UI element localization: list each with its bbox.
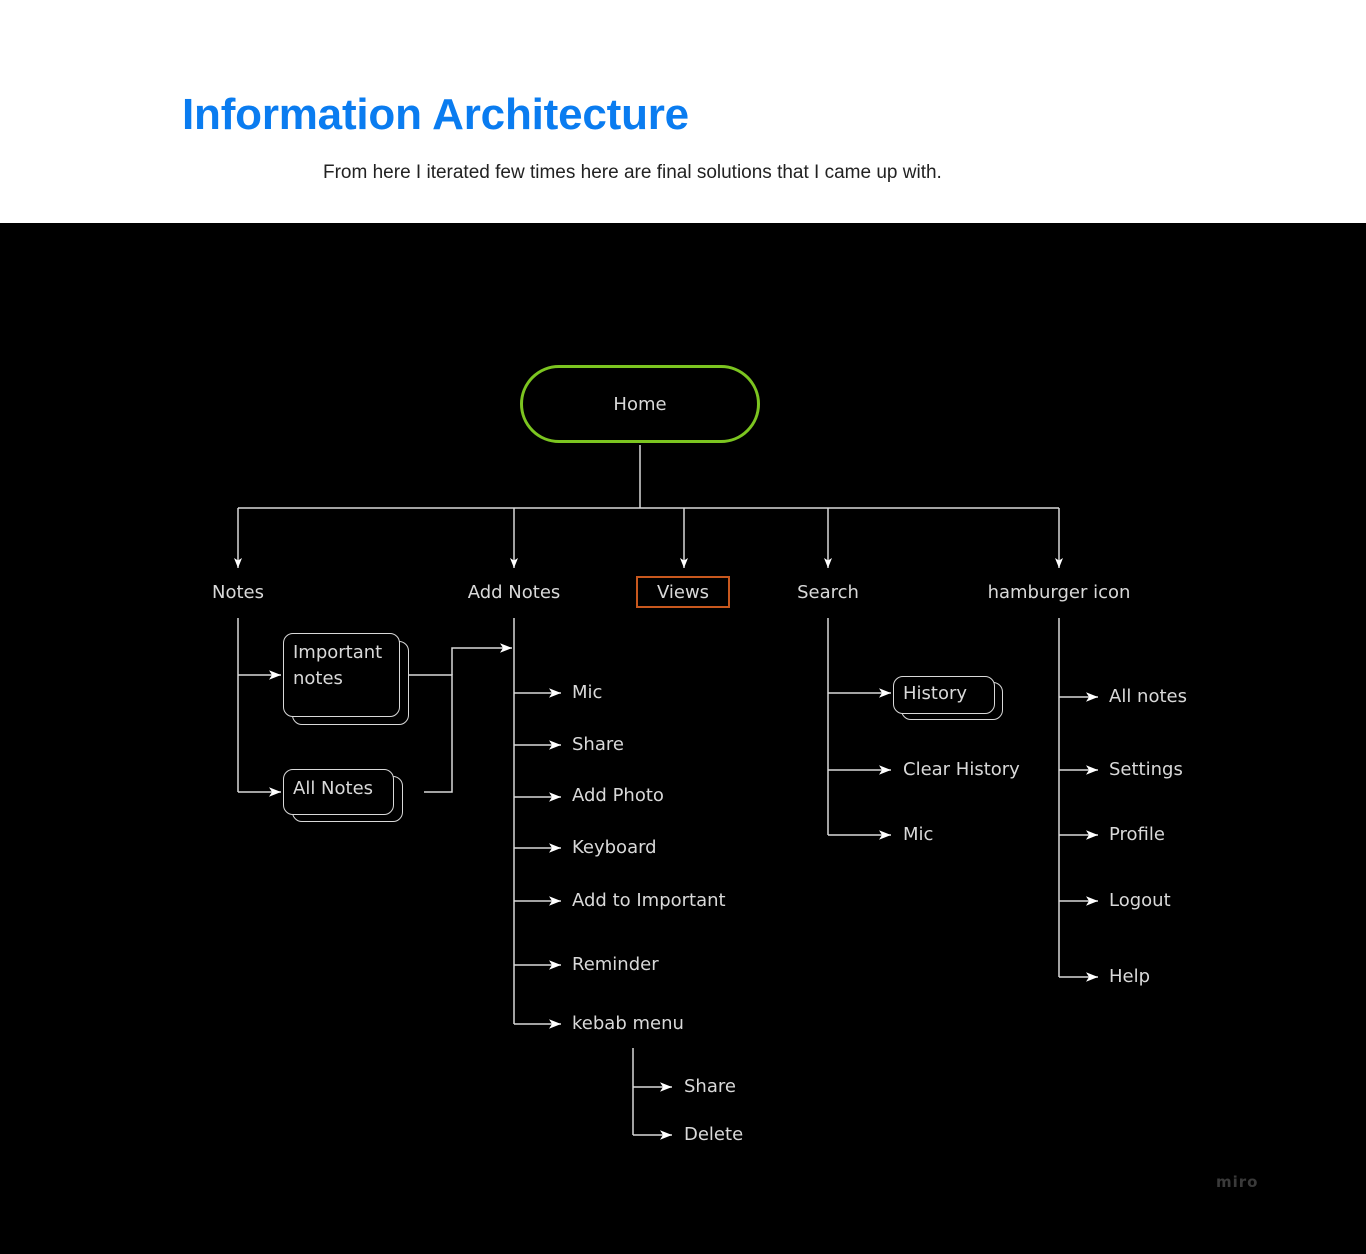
all-notes-node: All Notes: [283, 769, 403, 822]
history-label: History: [893, 676, 995, 714]
page-title: Information Architecture: [182, 90, 689, 139]
views-label: Views: [656, 581, 710, 603]
add-notes-node: Add Notes: [467, 582, 561, 603]
notes-node: Notes: [212, 582, 264, 603]
add-notes-child: Mic: [572, 682, 603, 703]
hamburger-child: All notes: [1109, 686, 1187, 707]
history-node: History: [893, 676, 1003, 720]
hamburger-child: Help: [1109, 966, 1151, 987]
connector-lines: [234, 445, 1098, 1140]
all-notes-label: All Notes: [283, 769, 394, 815]
search-child: Mic: [903, 824, 934, 845]
kebab-child: Delete: [684, 1124, 744, 1145]
search-node: Search: [797, 582, 859, 603]
add-notes-child: Reminder: [572, 954, 659, 975]
add-notes-child: Add to Important: [572, 890, 726, 911]
add-notes-child: Share: [572, 734, 624, 755]
hamburger-child: Logout: [1109, 890, 1171, 911]
diagram-board: Home Notes Add Notes Views Search hambur…: [0, 223, 1366, 1254]
important-notes-node: Important notes: [283, 633, 409, 725]
hamburger-child: Profile: [1109, 824, 1165, 845]
add-notes-child: Keyboard: [572, 837, 657, 858]
kebab-menu-node: kebab menu: [572, 1013, 684, 1034]
views-node: Views: [636, 576, 730, 608]
miro-watermark: miro: [1216, 1173, 1259, 1191]
page-subtitle: From here I iterated few times here are …: [323, 162, 942, 183]
hamburger-child: Settings: [1109, 759, 1183, 780]
search-child: Clear History: [903, 759, 1020, 780]
kebab-child: Share: [684, 1076, 736, 1097]
home-label: Home: [613, 393, 667, 415]
add-notes-child: Add Photo: [572, 785, 664, 806]
important-notes-label: Important notes: [283, 633, 400, 717]
home-node: Home: [520, 365, 760, 443]
hamburger-icon-node: hamburger icon: [987, 582, 1131, 603]
